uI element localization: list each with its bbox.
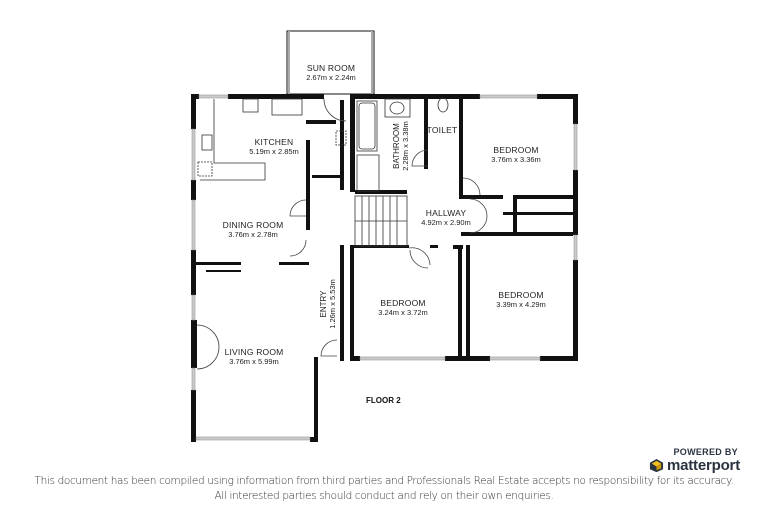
room-sun-room: SUN ROOM 2.67m x 2.24m <box>306 63 356 83</box>
disclaimer-line-2: All interested parties should conduct an… <box>214 490 554 502</box>
room-dims: 3.24m x 3.72m <box>378 308 428 317</box>
room-bedroom-center: BEDROOM 3.24m x 3.72m <box>378 298 428 318</box>
disclaimer: This document has been compiled using in… <box>0 474 768 504</box>
room-bedroom-ne: BEDROOM 3.76m x 3.36m <box>491 145 541 165</box>
room-name: DINING ROOM <box>222 220 284 230</box>
room-name: ENTRY <box>319 290 328 318</box>
matterport-cube-icon <box>649 458 664 473</box>
room-name: HALLWAY <box>425 208 467 218</box>
room-dims: 2.67m x 2.24m <box>306 73 356 82</box>
floor-label: FLOOR 2 <box>366 396 401 405</box>
room-name: BEDROOM <box>380 298 426 308</box>
room-dims: 5.19m x 2.85m <box>249 147 299 156</box>
room-toilet: TOILET <box>427 125 458 135</box>
room-dims: 3.76m x 5.99m <box>229 357 279 366</box>
room-dims: 4.92m x 2.90m <box>421 218 471 227</box>
exterior-walls <box>191 94 578 442</box>
room-dims: 2.28m x 3.38m <box>401 121 410 171</box>
room-bathroom: BATHROOM 2.28m x 3.38m <box>392 121 410 171</box>
room-name: KITCHEN <box>254 137 294 147</box>
room-name: BEDROOM <box>498 290 544 300</box>
room-name: BATHROOM <box>392 123 401 169</box>
room-hallway: HALLWAY 4.92m x 2.90m <box>421 208 471 228</box>
room-dims: 1.26m x 5.53m <box>328 279 337 329</box>
room-bedroom-se: BEDROOM 3.39m x 4.29m <box>496 290 546 310</box>
disclaimer-line-1: This document has been compiled using in… <box>34 475 734 487</box>
room-dims: 3.39m x 4.29m <box>496 300 546 309</box>
room-name: TOILET <box>426 125 458 135</box>
windows <box>191 94 578 441</box>
door-swings <box>196 98 488 370</box>
room-name: LIVING ROOM <box>224 347 284 357</box>
kitchen-fixtures <box>197 97 449 247</box>
room-dims: 3.76m x 3.36m <box>491 155 541 164</box>
room-dining-room: DINING ROOM 3.76m x 2.78m <box>223 220 284 240</box>
room-entry: ENTRY 1.26m x 5.53m <box>319 279 337 329</box>
powered-by-label: POWERED BY <box>673 447 738 457</box>
brand-name: matterport <box>666 457 740 474</box>
matterport-logo: matterport <box>649 457 740 474</box>
room-living-room: LIVING ROOM 3.76m x 5.99m <box>225 347 284 367</box>
room-name: BEDROOM <box>493 145 539 155</box>
room-kitchen: KITCHEN 5.19m x 2.85m <box>249 137 299 157</box>
room-name: SUN ROOM <box>306 63 356 73</box>
room-dims: 3.76m x 2.78m <box>228 230 278 239</box>
sun-room-walls <box>286 30 375 95</box>
